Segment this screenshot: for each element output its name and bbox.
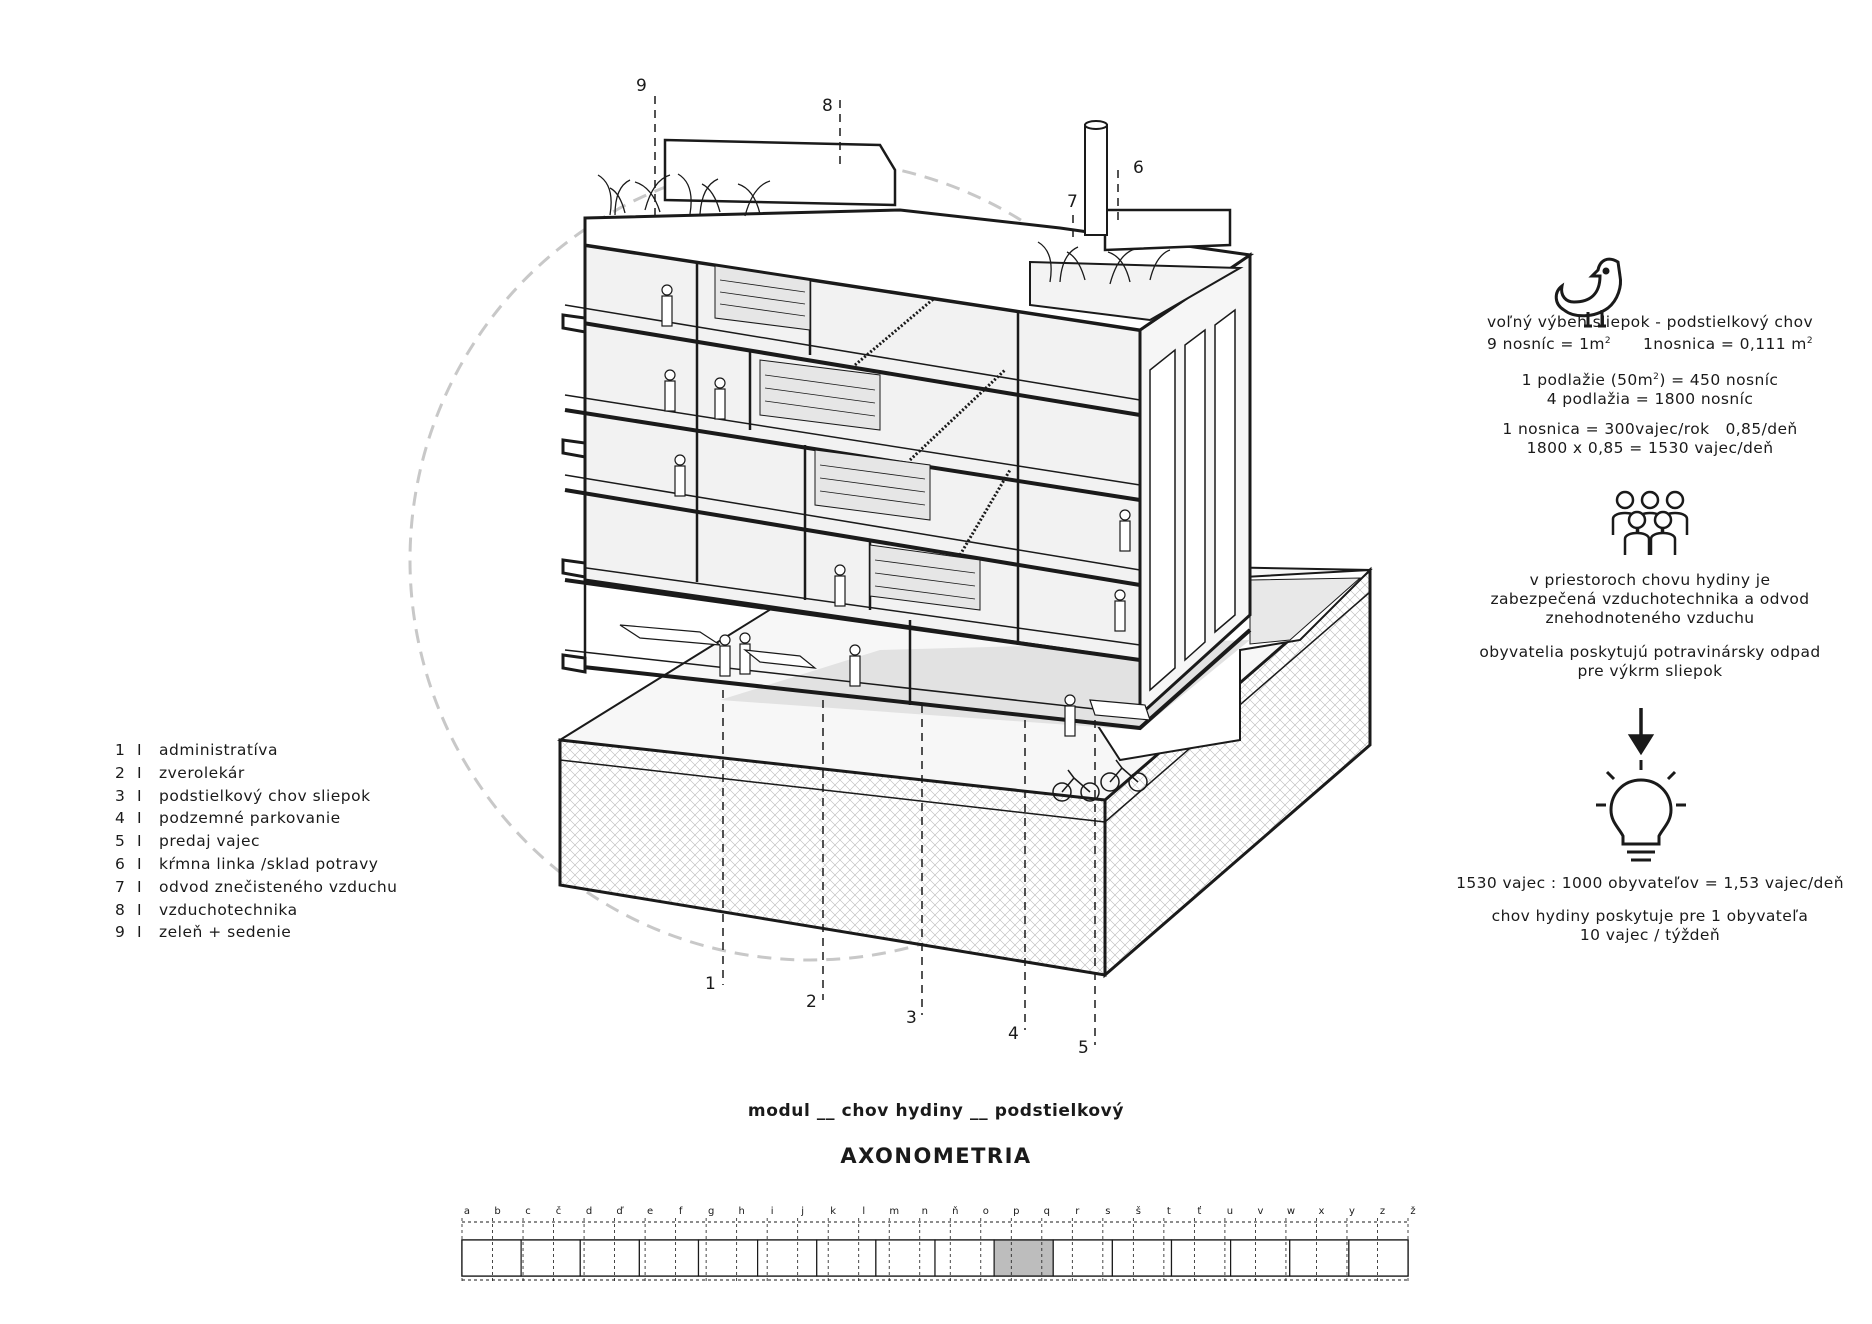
scale-segment [520, 1239, 581, 1277]
scale-letter: m [889, 1206, 900, 1217]
scale-segment [1111, 1239, 1173, 1277]
info-block-residents: obyvatelia poskytujú potravinársky odpad… [1395, 643, 1872, 681]
scale-letter: š [1135, 1206, 1141, 1217]
callout-8: 8 [822, 96, 833, 116]
info-line: 10 vajec / týždeň [1579, 926, 1721, 944]
scale-segment [1170, 1239, 1232, 1277]
scale-segment [579, 1239, 640, 1277]
scale-letter: f [678, 1206, 683, 1217]
info-line: 1800 x 0,85 = 1530 vajec/deň [1526, 439, 1774, 457]
scale-letter: p [1013, 1206, 1020, 1217]
lightbulb-icon [1596, 760, 1686, 862]
callout-9: 9 [636, 76, 647, 96]
callout-5: 5 [1078, 1038, 1089, 1058]
scale-letter: w [1286, 1206, 1296, 1217]
info-line: 1 nosnica = 300vajec/rok 0,85/deň [1502, 420, 1798, 438]
info-line: 1 podlažie (50m2) = 450 nosníc [1521, 371, 1779, 390]
scale-letter: q [1043, 1206, 1050, 1217]
scale-letter: d [585, 1206, 593, 1217]
scale-segment [816, 1239, 877, 1277]
scale-letter: a [463, 1206, 471, 1217]
info-line: 1530 vajec : 1000 obyvateľov = 1,53 vaje… [1456, 874, 1844, 892]
scale-letter: č [555, 1206, 562, 1217]
scale-letter: x [1318, 1206, 1325, 1217]
scale-letter: u [1226, 1206, 1234, 1217]
people-group-icon [1611, 490, 1689, 555]
scale-segment [757, 1239, 818, 1277]
scale-letter: r [1075, 1206, 1080, 1217]
callout-6: 6 [1133, 158, 1144, 178]
scale-letter: l [862, 1206, 866, 1217]
info-line: zabezpečená vzduchotechnika a odvod [1490, 590, 1810, 608]
scale-segment [1052, 1239, 1113, 1277]
arrow-down-icon [1627, 708, 1655, 756]
scale-letter: j [801, 1206, 805, 1217]
info-block-per-resident: chov hydiny poskytuje pre 1 obyvateľa 10… [1395, 907, 1872, 945]
info-line: 9 nosníc = 1m2 1nosnica = 0,111 m2 [1487, 335, 1813, 354]
scale-letter: ď [616, 1206, 623, 1217]
scale-letter: k [830, 1206, 837, 1217]
building-section [561, 120, 1255, 802]
chicken-icon [1554, 257, 1622, 328]
scale-segment [934, 1239, 995, 1277]
scale-letter: o [982, 1206, 989, 1217]
scale-segment [1230, 1239, 1291, 1277]
scale-letter: e [647, 1206, 654, 1217]
scale-letter: v [1257, 1206, 1264, 1217]
scale-segment [1289, 1239, 1350, 1277]
info-line: obyvatelia poskytujú potravinársky odpad [1479, 643, 1821, 661]
info-line: 4 podlažia = 1800 nosníc [1546, 390, 1754, 409]
scale-letter: ň [952, 1206, 959, 1217]
info-block-ventilation: v priestoroch chovu hydiny je zabezpečen… [1395, 571, 1872, 628]
axonometry-title: AXONOMETRIA [840, 1144, 1032, 1168]
callout-4: 4 [1008, 1024, 1019, 1044]
scale-segment [638, 1239, 700, 1277]
scale-letter: ť [1197, 1206, 1202, 1217]
scale-bar [461, 1218, 1409, 1282]
info-block-ratio: 1530 vajec : 1000 obyvateľov = 1,53 vaje… [1395, 874, 1872, 893]
info-block-chicken-count: voľný výbeh sliepok - podstielkový chov … [1395, 313, 1872, 354]
scale-letter: y [1348, 1206, 1355, 1217]
info-block-floors: 1 podlažie (50m2) = 450 nosníc 4 podlaži… [1395, 368, 1872, 409]
info-line: chov hydiny poskytuje pre 1 obyvateľa [1491, 907, 1809, 925]
scale-letter: b [494, 1206, 501, 1217]
scale-letter: i [770, 1206, 774, 1217]
callout-1: 1 [705, 974, 716, 994]
info-line: znehodnoteného vzduchu [1545, 609, 1755, 627]
scale-letter: c [525, 1206, 531, 1217]
scale-letter: ž [1410, 1206, 1416, 1217]
callout-3: 3 [906, 1008, 917, 1028]
scale-letter: s [1105, 1206, 1111, 1217]
scale-letter: n [921, 1206, 928, 1217]
info-line: v priestoroch chovu hydiny je [1529, 571, 1771, 589]
module-title: modul __ chov hydiny __ podstielkový [747, 1101, 1125, 1121]
scale-letter: g [707, 1206, 715, 1217]
callout-7: 7 [1067, 192, 1078, 212]
info-line: pre výkrm sliepok [1577, 662, 1723, 680]
scale-segment [993, 1239, 1054, 1277]
scale-segment [461, 1239, 522, 1277]
info-line: voľný výbeh sliepok - podstielkový chov [1486, 313, 1814, 331]
scale-letter: h [738, 1206, 745, 1217]
scale-segment [1348, 1239, 1409, 1277]
info-block-eggs: 1 nosnica = 300vajec/rok 0,85/deň 1800 x… [1395, 420, 1872, 458]
callout-2: 2 [806, 992, 817, 1012]
scale-letter: z [1379, 1206, 1386, 1217]
scale-letter: t [1166, 1206, 1171, 1217]
scale-segment [875, 1239, 936, 1277]
scale-segment [697, 1239, 759, 1277]
